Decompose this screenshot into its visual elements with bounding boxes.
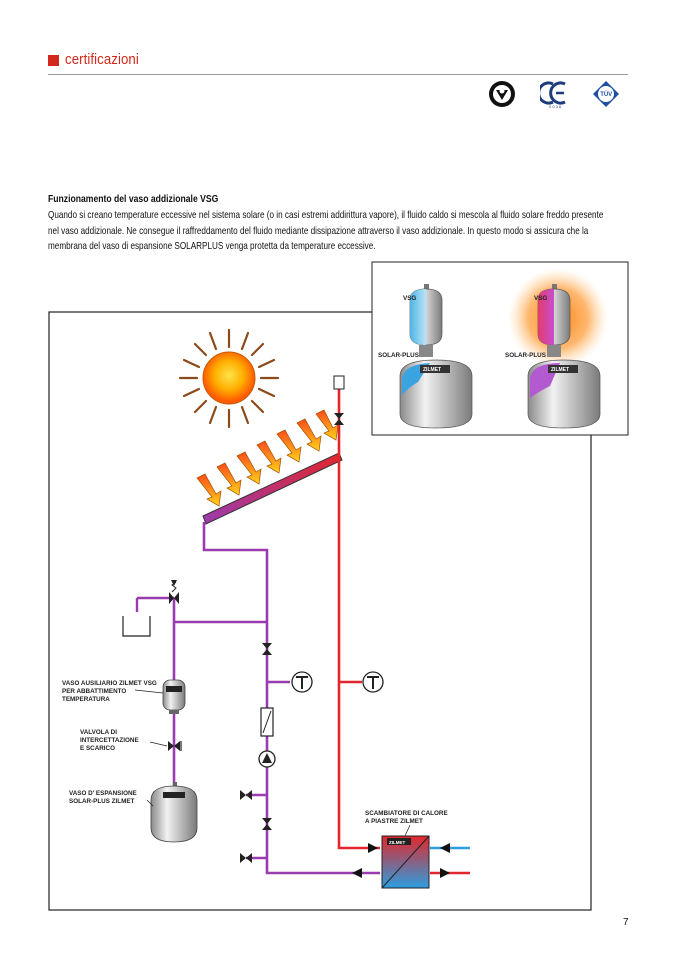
section-header: certificazioni: [48, 51, 628, 75]
shutoff-valve-icon: [168, 741, 180, 751]
thermometer-icon: [291, 671, 313, 693]
drain-bucket-icon: [122, 616, 151, 637]
air-vent-icon: [333, 375, 345, 390]
plate-heat-exchanger-icon: ZILMET: [381, 835, 430, 889]
valve-label-line: VALVOLA DI: [80, 729, 117, 736]
valve-icon: [262, 643, 272, 655]
diagram-labels: VASO AUSILIARIO ZILMET VSG PER ABBATTIME…: [62, 680, 448, 825]
valve-icon: [334, 413, 344, 425]
solar-panel: [202, 452, 343, 525]
inset-vsg-label: VSG: [403, 295, 416, 302]
inset-vsg-label: VSG: [534, 295, 547, 302]
inset-solarplus-label: SOLAR-PLUS: [378, 352, 419, 359]
vsg-label-line: TEMPERATURA: [62, 696, 110, 703]
inset-hot-pair: ZILMET VSG SOLAR-PLUS: [505, 268, 608, 429]
radiation-arrows: [196, 409, 339, 507]
inset-comparison: ZILMET VSG SOLAR-PLUS ZILMET VSG SOLAR-P…: [371, 261, 629, 436]
valves: [168, 413, 344, 863]
flow-arrows: [352, 843, 450, 878]
valve-label-line: INTERCETTAZIONE: [80, 737, 139, 744]
sun-icon: [178, 328, 280, 429]
label-leaders: [134, 689, 411, 837]
ce-mark-icon: 0 0 3 6: [540, 81, 566, 108]
valve-label-line: E SCARICO: [80, 745, 115, 752]
paragraph-line: Quando si creano temperature eccessive n…: [48, 210, 604, 221]
vsg-vessel-icon: [162, 679, 186, 714]
certification-seal-icon: [489, 81, 515, 107]
valve-icon: [262, 818, 272, 830]
paragraph-line: nel vaso addizionale. Ne consegue il raf…: [48, 225, 589, 237]
section-paragraph: Quando si creano temperature eccessive n…: [48, 208, 608, 255]
header-title: certificazioni: [65, 51, 139, 68]
exchanger-label-line: SCAMBIATORE DI CALORE: [365, 810, 448, 817]
certification-logos: 0 0 3 6 TÜV: [488, 80, 628, 110]
safety-valve-icon: [169, 580, 179, 604]
header-square-icon: [48, 55, 59, 66]
vsg-label-line: PER ABBATTIMENTO: [62, 688, 126, 695]
svg-text:ZILMET: ZILMET: [551, 367, 569, 373]
vsg-label-line: VASO AUSILIARIO ZILMET VSG: [62, 680, 157, 687]
inset-normal-pair: ZILMET VSG SOLAR-PLUS: [378, 284, 473, 429]
paragraph-line: membrana del vaso di espansione SOLARPLU…: [48, 241, 376, 252]
svg-text:ZILMET: ZILMET: [423, 367, 441, 373]
svg-text:TÜV: TÜV: [600, 91, 612, 98]
thermometer-icon: [362, 671, 384, 693]
tank-label-line: VASO D' ESPANSIONE: [69, 790, 137, 797]
tuv-mark-icon: TÜV: [593, 81, 619, 107]
inset-solarplus-label: SOLAR-PLUS: [505, 352, 546, 359]
drain-valve-icon: [240, 853, 252, 863]
section-heading: Funzionamento del vaso addizionale VSG: [48, 193, 219, 205]
pump-icon: [258, 750, 276, 768]
svg-text:0 0 3 6: 0 0 3 6: [549, 104, 562, 108]
svg-text:ZILMET: ZILMET: [389, 840, 405, 845]
exchanger-label-line: A PIASTRE ZILMET: [365, 818, 423, 825]
tank-label-line: SOLAR-PLUS ZILMET: [69, 798, 135, 805]
expansion-vessel-icon: [150, 782, 198, 843]
page-number: 7: [623, 917, 629, 928]
drain-valve-icon: [240, 790, 252, 800]
